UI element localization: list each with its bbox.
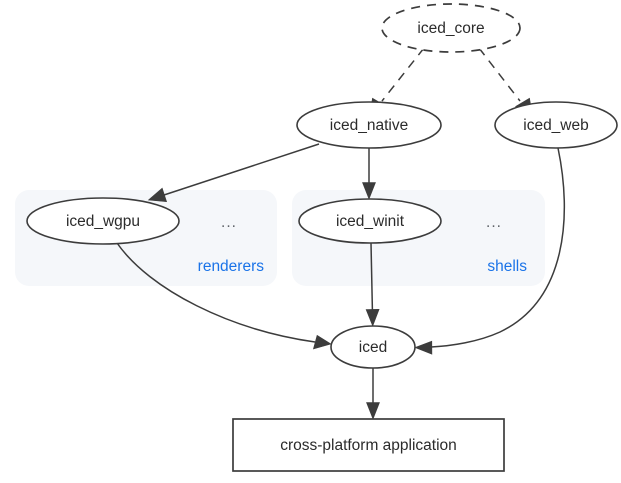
- node-iced-web[interactable]: iced_web: [494, 101, 618, 149]
- node-iced-winit-label: iced_winit: [336, 213, 405, 230]
- node-iced[interactable]: iced: [330, 325, 416, 369]
- node-iced-label: iced: [359, 339, 387, 356]
- node-cross-platform-application-shape[interactable]: [232, 418, 505, 472]
- edge-native-to-wgpu-line: [163, 143, 320, 196]
- node-iced-wgpu[interactable]: iced_wgpu: [26, 197, 180, 245]
- node-iced-winit-shape[interactable]: [298, 198, 442, 244]
- edge-native-to-wgpu-arrowhead: [147, 187, 168, 203]
- edge-winit-to-iced: [365, 242, 380, 327]
- edge-web-to-iced-line: [430, 147, 566, 348]
- cluster-renderers-ellipsis: ...: [221, 214, 237, 231]
- node-iced-winit[interactable]: iced_winit: [298, 198, 442, 244]
- node-iced-wgpu-label: iced_wgpu: [66, 213, 140, 230]
- edge-iced-to-app-arrowhead: [366, 402, 380, 420]
- cluster-shells-label: shells: [487, 258, 527, 275]
- edge-wgpu-to-iced-arrowhead: [312, 334, 332, 350]
- edge-winit-to-iced-line: [370, 242, 374, 311]
- node-iced-core-label: iced_core: [417, 20, 484, 37]
- node-iced-native-shape[interactable]: [296, 101, 442, 149]
- node-iced-core-shape[interactable]: [381, 3, 521, 53]
- node-iced-wgpu-shape[interactable]: [26, 197, 180, 245]
- node-iced-shape[interactable]: [330, 325, 416, 369]
- edge-web-to-iced-arrowhead: [414, 340, 433, 355]
- cluster-shells-ellipsis: ...: [486, 214, 502, 231]
- edge-wgpu-to-iced: [116, 242, 332, 350]
- node-iced-native-label: iced_native: [330, 117, 408, 134]
- edge-web-to-iced: [414, 147, 566, 355]
- node-iced-web-shape[interactable]: [494, 101, 618, 149]
- edge-wgpu-to-iced-line: [116, 242, 316, 343]
- node-iced-native[interactable]: iced_native: [296, 101, 442, 149]
- cluster-renderers-label: renderers: [198, 258, 265, 275]
- edge-native-to-winit: [362, 148, 376, 200]
- node-iced-web-label: iced_web: [523, 117, 589, 134]
- edge-iced-to-app: [366, 368, 380, 420]
- edge-core-to-web-line: [478, 47, 521, 102]
- node-cross-platform-application[interactable]: cross-platform application: [232, 418, 505, 472]
- node-cross-platform-application-label: cross-platform application: [280, 437, 457, 454]
- edge-native-to-wgpu: [147, 143, 320, 203]
- edge-native-to-winit-arrowhead: [362, 182, 376, 200]
- edge-winit-to-iced-arrowhead: [365, 308, 380, 327]
- node-iced-core[interactable]: iced_core: [381, 3, 521, 53]
- edge-core-to-native-line: [381, 47, 425, 102]
